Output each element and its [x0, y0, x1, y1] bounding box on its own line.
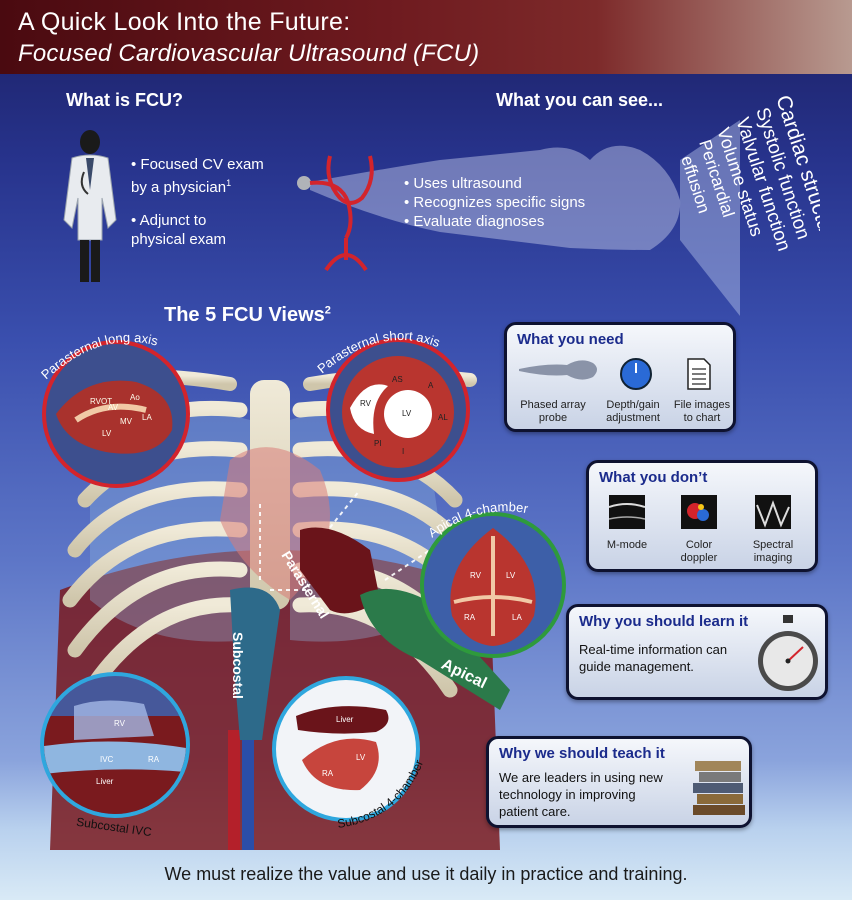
svg-text:MV: MV	[120, 417, 133, 426]
fcu-bullet-2: • Adjunct to	[131, 212, 207, 229]
view-apical4-circle: RA RV LV LA	[420, 512, 566, 658]
stethoscope-beam	[297, 120, 740, 316]
panel-teach-title: Why we should teach it	[499, 745, 665, 762]
psax-arc-label: Parasternal short axis	[314, 328, 442, 376]
apical-probe	[360, 588, 510, 710]
parasternal-probe	[300, 527, 380, 614]
view-subcostal-4ch-circle: Liver RA LV	[272, 676, 420, 822]
footer-message: We must realize the value and use it dai…	[164, 864, 688, 884]
color-doppler-thumbnail-icon	[681, 495, 717, 529]
svg-text:RA: RA	[148, 755, 160, 764]
svg-text:RA: RA	[322, 769, 334, 778]
view-plax-circle: RVOT Ao AV LA MV LV	[42, 340, 190, 488]
svg-text:LV: LV	[402, 409, 412, 418]
subcostal-probe	[230, 587, 280, 740]
svg-text:Parasternal long axis: Parasternal long axis	[38, 330, 160, 382]
svg-text:RV: RV	[114, 719, 126, 728]
svg-text:LV: LV	[506, 571, 516, 580]
svg-text:I: I	[402, 447, 404, 456]
what-is-heading: What is FCU?	[66, 90, 183, 110]
probe-label-subcostal: Subcostal	[230, 632, 246, 699]
svg-text:LV: LV	[102, 429, 112, 438]
svg-text:Ao: Ao	[130, 393, 140, 402]
sub-4ch-arc-label: Subcostal 4-chamber	[336, 758, 426, 831]
physician-icon	[63, 130, 117, 282]
svg-text:AV: AV	[108, 403, 119, 412]
m-mode-thumbnail-icon	[609, 495, 645, 529]
svg-text:RV: RV	[360, 399, 372, 408]
svg-text:RV: RV	[470, 571, 482, 580]
svg-text:LV: LV	[356, 753, 366, 762]
svg-text:Apical 4-chamber: Apical 4-chamber	[425, 499, 530, 540]
svg-text:AS: AS	[392, 375, 403, 384]
what-see-heading: What you can see...	[496, 90, 664, 110]
dial-icon	[620, 358, 652, 390]
panel-why-teach: Why we should teach it We are leaders in…	[486, 736, 752, 828]
view-psax-circle: RV AS A LV AL I PI	[326, 338, 470, 482]
panel-why-learn: Why you should learn it Real-time inform…	[566, 604, 828, 700]
fcu-bullet-1: • Focused CV exam	[131, 156, 264, 173]
title-bar: A Quick Look Into the Future: Focused Ca…	[0, 0, 852, 74]
svg-text:A: A	[428, 381, 434, 390]
stetho-item-3: • Evaluate diagnoses	[404, 213, 545, 230]
svg-text:Liver: Liver	[96, 777, 114, 786]
document-icon	[687, 358, 711, 390]
what-see-list: Cardiac structure Systolic function Valv…	[677, 92, 820, 253]
svg-text:RVOT: RVOT	[90, 397, 112, 406]
svg-text:IVC: IVC	[100, 755, 114, 764]
panel-learn-title: Why you should learn it	[579, 613, 749, 630]
books-icon	[693, 761, 745, 815]
svg-text:Liver: Liver	[336, 715, 354, 724]
svg-text:LA: LA	[142, 413, 152, 422]
view-subcostal-ivc-circle: RV IVC RA Liver	[40, 672, 190, 818]
title-line-2: Focused Cardiovascular Ultrasound (FCU)	[18, 40, 480, 67]
svg-text:LA: LA	[512, 613, 522, 622]
spectral-thumbnail-icon	[755, 495, 791, 529]
apical4-arc-label: Apical 4-chamber	[425, 499, 530, 540]
stetho-item-2: • Recognizes specific signs	[404, 194, 586, 211]
panel-need-title: What you need	[517, 331, 624, 348]
plax-arc-label: Parasternal long axis	[38, 330, 160, 382]
stopwatch-icon	[758, 615, 818, 691]
svg-text:Parasternal short axis: Parasternal short axis	[314, 328, 442, 376]
stetho-item-1: • Uses ultrasound	[404, 175, 522, 192]
probe-icon	[519, 360, 597, 380]
svg-text:PI: PI	[374, 439, 382, 448]
svg-text:RA: RA	[464, 613, 476, 622]
views-heading: The 5 FCU Views2	[164, 304, 331, 326]
title-line-1: A Quick Look Into the Future:	[18, 8, 351, 36]
svg-text:AL: AL	[438, 413, 448, 422]
panel-dont-title: What you don’t	[599, 469, 708, 486]
svg-text:Subcostal 4-chamber: Subcostal 4-chamber	[336, 758, 426, 831]
